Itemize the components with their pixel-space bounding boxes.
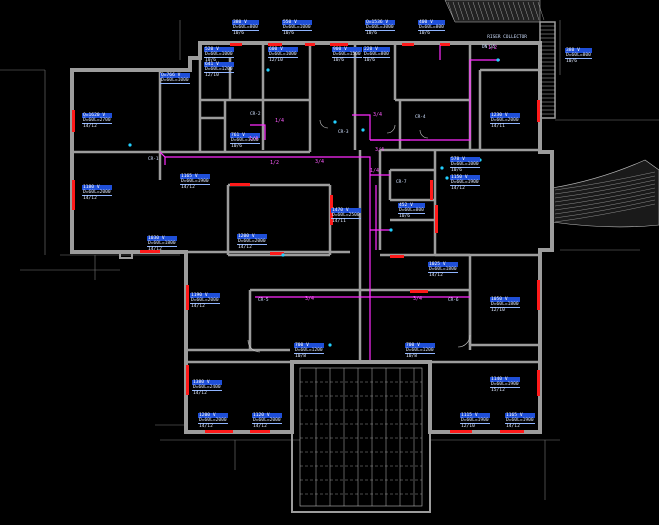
fixture-point [478,158,482,162]
heating-pipe [159,151,371,360]
radiator-mark [186,365,189,395]
hatch-line [554,183,656,203]
heating-pipe [352,114,371,140]
stair-icon [539,21,556,119]
radiator-mark [250,430,270,433]
fixture-point [496,58,500,62]
radiator-mark [440,43,450,46]
hatch-line [482,1,490,21]
hatch-line [447,1,455,21]
radiator-mark [537,100,540,122]
door-swing [247,339,261,353]
hatch-line [532,1,540,21]
hatch-line [554,171,656,191]
hatch-line [522,1,530,21]
hatch-line [554,199,656,219]
hatch-line [462,1,470,21]
radiator-mark [140,250,160,253]
fixture-point [389,228,393,232]
fixture-point [281,253,285,257]
hatched-areas [291,0,659,513]
covered-terrace [291,361,431,513]
hatch-line [467,1,475,21]
fixture-point [361,128,365,132]
radiator-mark [390,255,404,258]
fixture-point [333,120,337,124]
door-swing [319,119,329,129]
heating-pipe [250,124,266,140]
radiator-mark [330,195,333,225]
radiator-mark [435,205,438,233]
fixture-point [416,343,420,347]
roof-hatch-top [444,0,541,23]
radiator-mark [410,290,428,293]
hatch-line [502,1,510,21]
entrance-notch [119,252,133,259]
door-swing [386,124,396,134]
hatch-line [517,1,525,21]
fixture-point [128,143,132,147]
radiator-marks [72,43,540,433]
hatch-line [527,1,535,21]
radiator-mark [72,110,75,132]
hatch-line [554,203,656,223]
hatch-line [487,1,495,21]
radiator-mark [430,180,433,200]
hatch-line [554,195,656,215]
radiator-mark [186,285,189,310]
covered-terrace-inner [299,367,423,507]
fixture-point [266,68,270,72]
fixture-point [328,343,332,347]
radiator-mark [305,43,315,46]
hatch-line [554,187,656,207]
hatch-line [497,1,505,21]
hatch-line [452,1,460,21]
hatch-line [554,191,656,211]
radiator-mark [230,43,242,46]
fixture-point [440,166,444,170]
radiator-mark [537,280,540,310]
radiator-mark [270,252,284,255]
radiator-mark [230,183,250,186]
hatch-line [512,1,520,21]
hatch-line [554,175,656,195]
radiator-mark [500,430,524,433]
radiator-mark [450,430,472,433]
radiator-mark [72,180,75,210]
hatch-line [507,1,515,21]
hatch-line [472,1,480,21]
door-swing [457,334,471,348]
radiator-mark [330,43,348,46]
hatch-line [554,179,656,199]
fixture-point [445,176,449,180]
terrain-lines [0,20,659,500]
hatch-line [492,1,500,21]
heating-pipes [159,45,500,360]
radiator-mark [537,370,540,396]
radiator-mark [402,43,414,46]
terrace-hatch-right [551,159,659,228]
door-swing [419,129,429,139]
hatch-line [457,1,465,21]
radiator-mark [205,430,233,433]
hatch-line [477,1,485,21]
radiator-mark [268,43,282,46]
hatch-line [537,1,545,21]
heating-pipe [370,59,500,141]
